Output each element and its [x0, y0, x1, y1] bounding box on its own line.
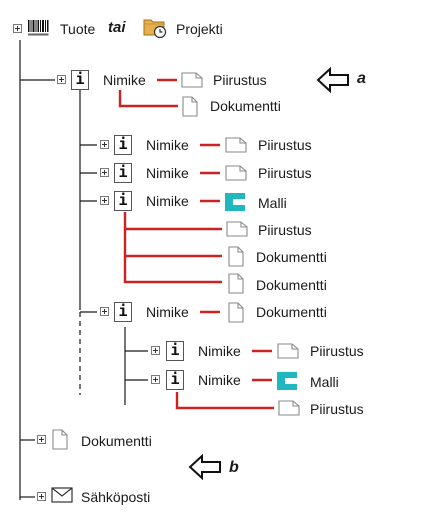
expand-toggle-icon[interactable] [151, 346, 160, 355]
drawing-label: Piirustus [258, 165, 312, 181]
item-label: Nimike [146, 304, 189, 320]
document-label: Dokumentti [256, 304, 327, 320]
item-info-icon: i [166, 341, 184, 361]
drawing-icon [181, 72, 203, 88]
item-info-icon: i [114, 302, 132, 322]
project-label: Projekti [176, 21, 223, 37]
document-icon [52, 429, 68, 450]
document-label: Dokumentti [210, 98, 281, 114]
document-icon [228, 273, 244, 294]
drawing-label: Piirustus [310, 401, 364, 417]
barcode-icon [28, 20, 49, 36]
document-label: Dokumentti [81, 433, 152, 449]
expand-toggle-icon[interactable] [100, 168, 109, 177]
drawing-icon [226, 221, 248, 237]
item-label: Nimike [146, 165, 189, 181]
model-label: Malli [310, 374, 339, 390]
link-line [175, 392, 274, 410]
email-icon [51, 487, 73, 503]
callout-arrow-a [316, 66, 349, 94]
drawing-icon [225, 165, 247, 181]
expand-toggle-icon[interactable] [57, 75, 66, 84]
item-info-icon: i [114, 163, 132, 183]
document-icon [182, 96, 198, 117]
expand-toggle-icon[interactable] [100, 196, 109, 205]
drawing-label: Piirustus [310, 343, 364, 359]
model-label: Malli [258, 195, 287, 211]
model-icon [277, 372, 297, 390]
link-line [118, 90, 178, 108]
or-label: tai [108, 19, 126, 36]
item-label: Nimike [198, 372, 241, 388]
model-icon [225, 193, 245, 211]
document-icon [228, 302, 244, 323]
item-label: Nimike [103, 72, 146, 88]
folder-clock-icon [143, 19, 167, 39]
item-info-icon: i [71, 70, 89, 90]
document-icon [228, 246, 244, 267]
expand-toggle-icon[interactable] [100, 307, 109, 316]
callout-a-label: a [357, 70, 366, 87]
item-info-icon: i [114, 135, 132, 155]
drawing-label: Piirustus [258, 222, 312, 238]
item-label: Nimike [146, 193, 189, 209]
product-label: Tuote [60, 21, 96, 37]
document-label: Dokumentti [256, 249, 327, 265]
expand-toggle-icon[interactable] [100, 140, 109, 149]
item-info-icon: i [114, 191, 132, 211]
item-label: Nimike [198, 343, 241, 359]
drawing-label: Piirustus [213, 72, 267, 88]
item-label: Nimike [146, 137, 189, 153]
expand-toggle-icon[interactable] [151, 375, 160, 384]
drawing-icon [277, 343, 299, 359]
email-label: Sähköposti [81, 489, 151, 505]
item-info-icon: i [166, 370, 184, 390]
link-line [123, 212, 222, 284]
expand-toggle-icon[interactable] [37, 492, 46, 501]
expand-toggle-icon[interactable] [37, 435, 46, 444]
document-label: Dokumentti [256, 277, 327, 293]
callout-b-label: b [229, 459, 239, 476]
drawing-icon [225, 137, 247, 153]
callout-arrow-b [188, 453, 221, 481]
drawing-icon [278, 400, 300, 416]
expand-toggle-icon[interactable] [13, 24, 22, 33]
drawing-label: Piirustus [258, 137, 312, 153]
